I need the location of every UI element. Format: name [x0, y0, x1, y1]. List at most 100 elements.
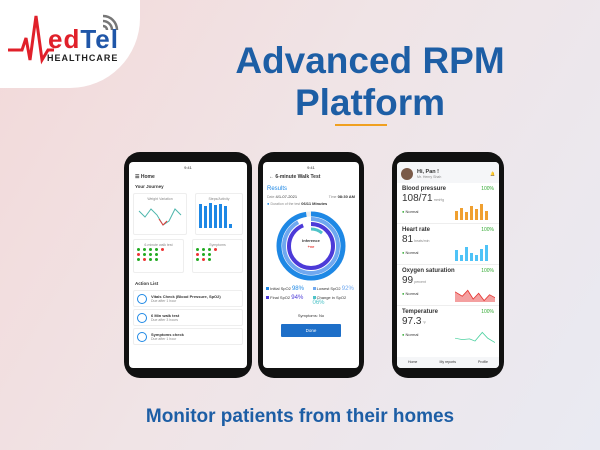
stat-label: Change in SpO2 — [316, 295, 347, 300]
metric-unit: mmHg — [433, 198, 445, 202]
logo-text-ed: ed — [48, 24, 81, 54]
time-label: Time — [328, 195, 337, 199]
date-label: Date — [267, 195, 275, 199]
bar — [199, 204, 202, 228]
legend-swatch — [266, 287, 269, 290]
metric-percent: 100% — [481, 186, 494, 192]
metric-status: Normal — [405, 209, 419, 214]
phone-dashboard: Hi, Pan !Mr. Henry Shah 🔔 Blood pressure… — [392, 152, 504, 378]
spo2-area-chart — [455, 289, 495, 302]
duration-label: Duration of the test — [270, 202, 301, 206]
action-due: Due after 1 hour — [151, 299, 177, 303]
metric-percent: 100% — [481, 268, 494, 274]
metric-name: Temperature — [402, 309, 438, 315]
inference-label: Inference — [302, 238, 320, 243]
bar — [204, 206, 207, 228]
chart-title: Symptoms — [209, 243, 226, 247]
logo-text-tel: Tel — [80, 24, 119, 54]
menu-icon[interactable]: ☰ — [135, 174, 141, 180]
bell-icon[interactable]: 🔔 — [490, 171, 495, 176]
spo2-ring-chart — [276, 211, 346, 281]
bar — [229, 224, 232, 228]
symptoms-icon — [137, 331, 147, 342]
action-title: 6 Min walk test — [151, 313, 180, 318]
metric-name: Oxygen saturation — [402, 268, 455, 274]
spo2-stats: Initial SpO2 98% Lowest SpO2 92% Final S… — [263, 284, 359, 308]
avatar[interactable] — [401, 167, 413, 180]
metric-unit: °F — [422, 321, 427, 325]
metric-status: Normal — [405, 291, 419, 296]
chart-title: Steps/Activity — [208, 197, 230, 201]
metric-name: Heart rate — [402, 227, 431, 233]
date-value: 4/1-07-2021 — [275, 194, 298, 199]
phone-walk-test: 9:41 ← 6-minute Walk Test Results Date 4… — [258, 152, 364, 378]
weight-line — [138, 208, 182, 226]
metric-name: Blood pressure — [402, 186, 447, 192]
legend-swatch — [266, 296, 269, 299]
bottom-nav: Home My reports Profile — [397, 357, 499, 368]
weight-chart: Weight Variation — [133, 193, 187, 235]
action-title: Symptoms check — [151, 332, 184, 337]
temperature-line-chart — [455, 331, 495, 343]
headline-line2: Platform — [294, 82, 446, 123]
time-value: 08:30 AM — [337, 194, 355, 199]
metric-value: 97.3 — [402, 316, 422, 327]
metric-status: Normal — [405, 250, 419, 255]
stat-value: 06% — [312, 300, 325, 306]
nav-profile[interactable]: Profile — [478, 360, 488, 364]
nav-home[interactable]: Home — [408, 360, 418, 364]
home-screen: 9:41 ☰ Home Your Journey Weight Variatio… — [129, 162, 247, 368]
metric-unit: beats/min — [414, 239, 430, 243]
duration-value: 06/11 Minutes — [301, 201, 328, 206]
metric-value: 108/71 — [402, 193, 433, 204]
symptoms-chart: Symptoms — [192, 239, 243, 273]
action-due: Due after 3 hours — [151, 318, 179, 322]
stat-label: Initial SpO2 — [270, 286, 291, 291]
metric-percent: 100% — [481, 227, 494, 233]
screen-title: Home — [140, 174, 155, 180]
your-journey-heading: Your Journey — [135, 184, 164, 189]
heartbeat-logo-icon — [8, 14, 119, 65]
steps-chart: Steps/Activity — [195, 193, 243, 235]
symptoms-text: Symptoms: No — [297, 313, 325, 318]
metric-value: 99 — [402, 275, 414, 286]
done-button[interactable]: Done — [281, 324, 341, 337]
logo-subtitle: HEALTHCARE — [47, 53, 119, 63]
profile-header: Hi, Pan !Mr. Henry Shah 🔔 — [397, 162, 499, 183]
action-item[interactable]: Vitals Check (Blood Pressure, SpO2)Due a… — [133, 290, 243, 307]
results-heading: Results — [267, 186, 288, 192]
greeting: Hi, Pan ! — [417, 168, 440, 175]
action-title: Vitals Check (Blood Pressure, SpO2) — [151, 294, 221, 299]
stat-value: 94% — [291, 295, 304, 301]
walk-test-chart: 6-minute walk test — [133, 239, 184, 273]
bar — [209, 203, 212, 228]
chart-title: 6-minute walk test — [144, 243, 173, 247]
headline-underline — [335, 124, 387, 126]
action-due: Due after 1 hour — [151, 337, 177, 341]
back-arrow-icon[interactable]: ← — [269, 174, 276, 180]
headline-line1: Advanced RPM — [235, 40, 505, 81]
screen-title: 6-minute Walk Test — [275, 174, 321, 180]
bar — [219, 204, 222, 228]
bar — [214, 205, 217, 228]
nav-my-reports[interactable]: My reports — [439, 360, 456, 364]
status-time: 9:41 — [184, 165, 192, 170]
metric-status: Normal — [405, 332, 419, 337]
hr-bar-chart — [455, 245, 495, 261]
legend-swatch — [312, 287, 316, 290]
user-name: Mr. Henry Shah — [417, 174, 442, 179]
stat-label: Lowest SpO2 — [316, 286, 341, 291]
tagline: Monitor patients from their homes — [145, 406, 455, 427]
vitals-icon — [137, 293, 147, 304]
timer-icon: ● — [267, 201, 270, 206]
legend-swatch — [312, 296, 316, 299]
phone-home: 9:41 ☰ Home Your Journey Weight Variatio… — [124, 152, 252, 378]
chart-title: Weight Variation — [147, 197, 173, 201]
